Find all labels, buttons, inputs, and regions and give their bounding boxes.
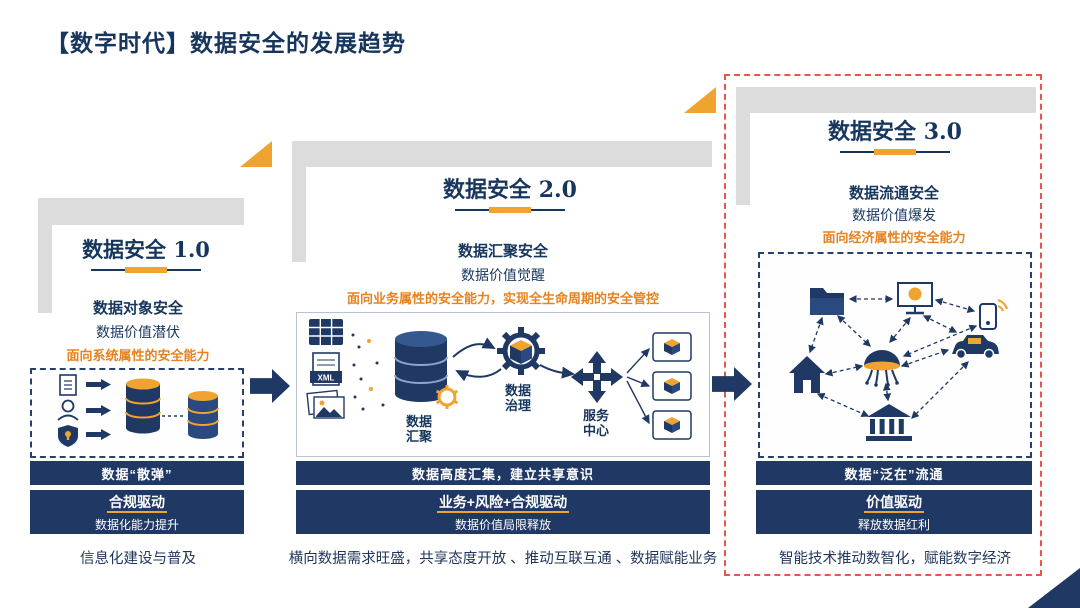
governance-gear-cube-icon bbox=[497, 327, 545, 375]
service-node-icon bbox=[652, 371, 692, 401]
stage2-driver-detail: 数据价值局限释放 bbox=[454, 518, 551, 533]
stage3-capability: 面向经济属性的安全能力 bbox=[822, 230, 966, 245]
stage1-title-underline bbox=[91, 269, 201, 271]
stage2-diagram: XML bbox=[306, 319, 692, 440]
stage3-value-state: 数据价值爆发 bbox=[852, 207, 936, 223]
aggregation-label: 数据汇聚 bbox=[405, 414, 432, 445]
cycle-arrow bbox=[452, 337, 496, 358]
stage2-title: 数据安全 2.0 bbox=[408, 172, 612, 211]
stage3-diagram bbox=[789, 282, 1009, 441]
stage1-feature: 数据对象安全 bbox=[92, 300, 183, 317]
xml-file-icon: XML bbox=[310, 352, 342, 386]
service-node-icon bbox=[652, 410, 692, 440]
stage2-diagram-box: XML bbox=[296, 312, 710, 457]
service-node-icon bbox=[652, 332, 692, 362]
monitor-money-icon bbox=[897, 282, 933, 315]
iot-device-icon bbox=[979, 298, 1009, 330]
user-icon bbox=[57, 399, 79, 421]
xml-label: XML bbox=[318, 374, 335, 383]
step-triangle-3 bbox=[684, 87, 716, 113]
flow-arrow bbox=[539, 364, 575, 379]
page-title: 【数字时代】数据安全的发展趋势 bbox=[46, 30, 406, 57]
stage3-feature: 数据流通安全 bbox=[848, 185, 939, 202]
stage1-state-label: 数据“散弹” bbox=[101, 466, 173, 482]
stage3-driver-label: 价值驱动 bbox=[864, 493, 924, 514]
service-label: 服务中心 bbox=[582, 408, 609, 439]
step-triangle-2 bbox=[240, 141, 272, 167]
stage2-value-state: 数据价值觉醒 bbox=[461, 267, 545, 283]
stage1-title: 数据安全 1.0 bbox=[58, 234, 234, 271]
shield-lock-icon bbox=[58, 425, 78, 447]
database-icon bbox=[394, 331, 448, 402]
images-icon bbox=[306, 389, 345, 419]
stage1-driver-detail: 数据化能力提升 bbox=[94, 518, 179, 533]
stage2-title-underline bbox=[455, 209, 565, 211]
stage2-caption: 横向数据需求旺盛，共享态度开放 、推动互联互通 、数据赋能业务 bbox=[288, 551, 718, 567]
stage1-driver-banner: 合规驱动 数据化能力提升 bbox=[30, 490, 244, 534]
stage1-driver-label: 合规驱动 bbox=[107, 493, 167, 514]
stage1-state-banner: 数据“散弹” bbox=[30, 461, 244, 485]
stage-transition-arrow-1 bbox=[250, 369, 290, 403]
stage3-diagram-box bbox=[758, 252, 1032, 458]
bank-icon bbox=[866, 404, 912, 441]
stage2-state-banner: 数据高度汇集，建立共享意识 bbox=[296, 461, 710, 485]
gear-icon bbox=[435, 385, 459, 409]
stage2-title-text: 数据安全 2.0 bbox=[443, 177, 577, 203]
house-icon bbox=[789, 356, 825, 393]
stage3-highlight-frame bbox=[724, 74, 1042, 576]
database-stack-icon bbox=[187, 391, 219, 439]
stage1-title-text: 数据安全 1.0 bbox=[82, 237, 210, 262]
data-dots bbox=[351, 333, 385, 411]
stage1-caption: 信息化建设与普及 bbox=[80, 551, 196, 567]
step-side-2 bbox=[292, 167, 306, 262]
stage3-caption: 智能技术推动数智化，赋能数字经济 bbox=[779, 551, 1011, 567]
step-bar-3 bbox=[736, 87, 1036, 113]
stage3-title-underline bbox=[840, 151, 950, 153]
stage1-capability: 面向系统属性的安全能力 bbox=[66, 348, 210, 363]
cycle-arrow bbox=[455, 368, 502, 382]
governance-label: 数据治理 bbox=[504, 383, 531, 414]
stage2-state-label: 数据高度汇集，建立共享意识 bbox=[411, 466, 594, 482]
stage3-title: 数据安全 3.0 bbox=[793, 114, 997, 153]
service-link bbox=[626, 347, 650, 374]
stage1-value-state: 数据价值潜伏 bbox=[96, 324, 180, 340]
stage1-diagram-box bbox=[30, 368, 244, 458]
service-link bbox=[626, 376, 651, 387]
stage3-driver-banner: 价值驱动 释放数据红利 bbox=[756, 490, 1032, 534]
table-icon bbox=[309, 319, 343, 345]
stage3-title-text: 数据安全 3.0 bbox=[828, 119, 962, 145]
stage2-feature: 数据汇聚安全 bbox=[457, 243, 548, 260]
network-links bbox=[808, 295, 978, 419]
stage2-capability: 面向业务属性的安全能力，实现全生命周期的安全管控 bbox=[346, 291, 659, 306]
corner-decoration bbox=[1028, 568, 1080, 608]
step-bar-1 bbox=[38, 198, 244, 225]
document-icon bbox=[59, 374, 77, 396]
stage3-state-banner: 数据“泛在”流通 bbox=[756, 461, 1032, 485]
stage3-driver-detail: 释放数据红利 bbox=[857, 518, 930, 533]
car-icon bbox=[952, 335, 999, 360]
flow-arrow-icons bbox=[86, 379, 111, 440]
stage1-diagram bbox=[57, 374, 219, 447]
step-bar-2 bbox=[292, 141, 712, 167]
stage3-state-label: 数据“泛在”流通 bbox=[844, 466, 944, 482]
data-hub-icon bbox=[864, 350, 900, 387]
service-link bbox=[626, 380, 650, 425]
stage2-driver-banner: 业务+风险+合规驱动 数据价值局限释放 bbox=[296, 490, 710, 534]
cross-arrows-icon bbox=[571, 351, 623, 403]
step-side-1 bbox=[38, 225, 52, 313]
folder-icon bbox=[810, 288, 844, 315]
database-stack-icon bbox=[125, 378, 161, 434]
stage2-driver-label: 业务+风险+合规驱动 bbox=[436, 493, 570, 514]
step-side-3 bbox=[736, 113, 750, 205]
